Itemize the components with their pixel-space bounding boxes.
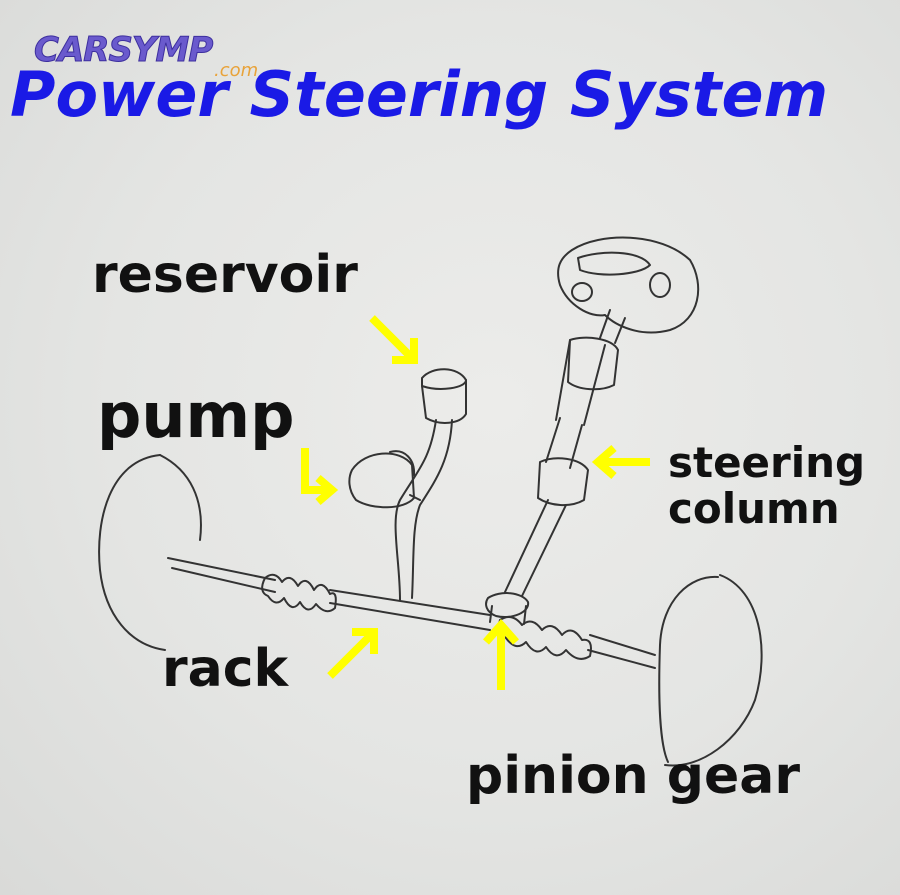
arrow-pinion — [483, 618, 519, 690]
pinion-housing — [485, 592, 530, 618]
reservoir-hose — [394, 419, 437, 601]
label-reservoir: reservoir — [92, 245, 358, 305]
carsymp-logo: CARSYMP — [33, 30, 213, 71]
rack-boot-right — [497, 615, 592, 660]
steering-wheel — [557, 236, 700, 334]
arrow-steering-column — [591, 444, 650, 480]
steering-joint — [537, 457, 589, 506]
left-wheel — [98, 454, 166, 651]
steering-shaft-upper — [555, 339, 606, 426]
label-rack: rack — [162, 639, 289, 699]
reservoir-body — [421, 379, 467, 424]
steering-shaft-lower — [504, 499, 567, 597]
pump-body — [348, 452, 415, 509]
diagram-title: Power Steering System — [10, 58, 829, 131]
arrow-rack — [327, 628, 378, 679]
reservoir-cap — [421, 368, 467, 390]
carsymp-logo-suffix: .com — [214, 60, 259, 81]
label-steering-line1: steering — [668, 438, 866, 487]
label-steering-line2: column — [668, 484, 840, 534]
arrow-pump — [301, 448, 339, 506]
right-wheel — [664, 574, 763, 767]
rack-boot-left — [261, 573, 337, 613]
rack-tube — [167, 557, 276, 593]
label-pump: pump — [97, 379, 295, 452]
label-steering-column: steering column — [668, 438, 866, 534]
label-pinion-gear: pinion gear — [466, 746, 800, 806]
arrow-reservoir — [369, 315, 418, 364]
